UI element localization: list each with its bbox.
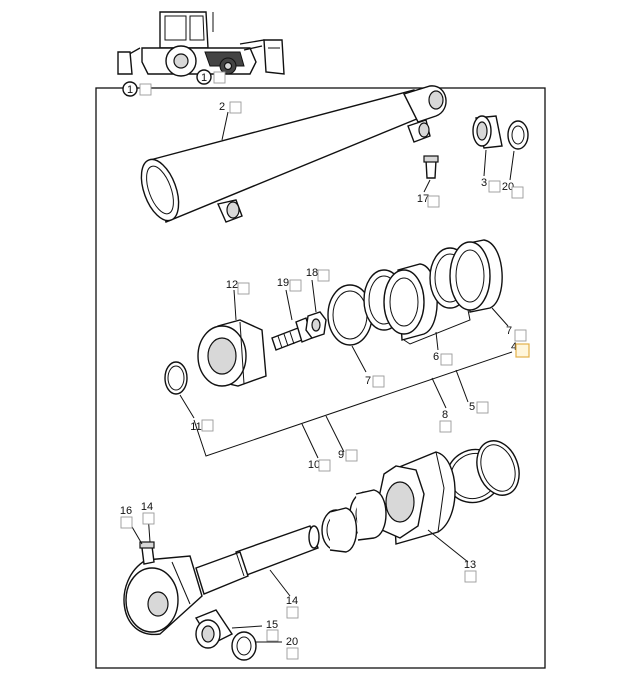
callout-bolt[interactable]: 19 [277,277,302,292]
rod-seal [321,507,358,553]
callout-rod-top-label: 14 [141,501,153,513]
callout-bolt-label: 19 [277,277,289,289]
bush-rod [194,609,234,649]
wiper-seal [349,489,387,541]
callout-item-4[interactable]: 4 [511,341,530,358]
callout-bush-top-label: 3 [481,177,487,189]
callout-ring-bottom[interactable]: 20 [286,636,299,660]
callout-grease-nipple-barrel-label: 17 [417,193,429,205]
callout-gland-nut[interactable]: 13 [464,559,477,583]
diagram-frame [95,87,546,669]
callout-seal-right-label: 7 [506,325,512,337]
oring-piston [164,361,188,395]
callout-rod-seal[interactable]: 10 [308,459,331,472]
callout-rod-seal-label: 10 [308,459,320,471]
ring-bottom [231,631,257,661]
callout-nut-label: 18 [306,267,318,279]
grease-nipple-barrel [423,155,439,179]
callout-wiper[interactable]: 9 [338,449,358,462]
callout-grease-nipple-rod-label: 16 [120,505,132,517]
callout-rod-label: 14 [286,595,298,607]
callout-grease-nipple-rod[interactable]: 16 [120,505,133,529]
callout-machine-label: 1 [201,72,207,84]
callout-rod[interactable]: 14 [286,595,299,619]
callout-wiper-label: 9 [338,449,344,461]
callout-ring-bottom-label: 20 [286,636,298,648]
piston-rod [195,525,320,595]
ring-5 [476,440,520,496]
callout-bush-top[interactable]: 3 [481,177,501,193]
callout-seal-lower[interactable]: 7 [365,375,385,388]
callout-gland-nut-label: 13 [464,559,476,571]
callout-barrel-label: 2 [219,101,225,113]
nut [305,311,327,339]
callout-ring-5[interactable]: 5 [469,401,489,414]
callout-ring-5-label: 5 [469,401,475,413]
callout-bush-rod-label: 15 [266,619,278,631]
callout-assembly-label: 1 [127,84,133,96]
callout-piston-label: 12 [226,279,238,291]
ring-top [507,120,529,150]
callout-bush-rod[interactable]: 15 [266,619,279,642]
bush-top [472,115,503,149]
piston [197,319,267,387]
callout-nut[interactable]: 18 [306,267,330,282]
callout-machine[interactable]: 1 [196,69,226,85]
callout-oring[interactable]: 11 [190,419,214,433]
callout-grease-nipple-barrel[interactable]: 17 [417,193,440,208]
callout-barrel[interactable]: 2 [219,101,242,114]
callout-ring-8[interactable]: 8 [439,409,452,433]
callout-rod-top[interactable]: 14 [141,501,155,525]
callout-ring-top-label: 20 [502,181,514,193]
cylinder-barrel [140,85,447,223]
callout-seal-right[interactable]: 7 [506,325,527,342]
gland-nut [377,451,456,545]
callout-ring-top[interactable]: 20 [502,181,524,199]
piston-seal-rings [327,239,503,346]
grease-nipple-rod [139,541,155,565]
rod-eye [123,555,203,635]
callout-ring-8-label: 8 [442,409,448,421]
callout-seal-kit[interactable]: 6 [433,351,453,366]
callout-item-4-label: 4 [511,341,517,353]
machine-thumbnail [117,11,285,77]
bolt [271,317,313,351]
callout-piston[interactable]: 12 [226,279,250,295]
callout-seal-lower-label: 7 [365,375,371,387]
callout-seal-kit-label: 6 [433,351,439,363]
callout-assembly[interactable]: 1 [122,81,152,97]
